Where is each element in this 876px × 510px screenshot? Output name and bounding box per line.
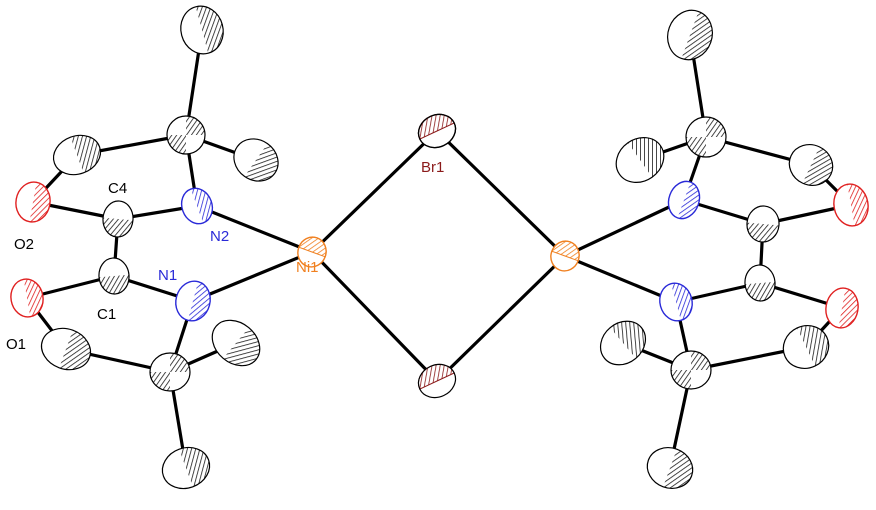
label-n1: N1 <box>158 267 177 284</box>
label-c1: C1 <box>97 306 116 323</box>
atom-c1 <box>98 257 130 295</box>
atom-c10 <box>211 319 261 367</box>
atom-ni1 <box>297 236 327 268</box>
bond-ni2-n4 <box>563 254 678 304</box>
label-o1: O1 <box>6 336 26 353</box>
bond-ni2-n3 <box>563 198 686 258</box>
atom-n2 <box>180 187 214 225</box>
bond-ni1-br1 <box>310 129 439 254</box>
atom-o3 <box>833 183 869 227</box>
atom-c11 <box>746 205 780 243</box>
bond-ni1-n2 <box>195 204 314 254</box>
atom-n1 <box>175 280 211 322</box>
bonds <box>25 28 853 470</box>
atom-c4 <box>102 200 134 238</box>
atom-br1 <box>417 113 457 149</box>
atom-c15 <box>685 116 727 158</box>
atom-c20 <box>599 320 647 366</box>
atom-c9 <box>161 446 211 490</box>
atom-c7 <box>180 5 224 55</box>
atom-c14 <box>782 325 830 369</box>
atom-o2 <box>15 181 51 223</box>
atom-c18 <box>615 137 665 183</box>
atom-c16 <box>670 350 712 390</box>
atoms <box>10 5 869 490</box>
atom-c13 <box>788 144 834 186</box>
label-n2: N2 <box>210 228 229 245</box>
label-o2: O2 <box>14 236 34 253</box>
label-br1: Br1 <box>421 159 444 176</box>
atom-br2 <box>417 363 457 399</box>
atom-ni2 <box>550 240 580 272</box>
atom-o4 <box>825 287 859 329</box>
atom-c17 <box>667 9 713 61</box>
bond-br2-ni2 <box>435 254 567 383</box>
atom-c12 <box>744 264 776 302</box>
label-ni1: Ni1 <box>296 259 319 276</box>
bond-ni1-n1 <box>191 250 314 303</box>
atom-c6 <box>166 115 206 155</box>
atom-c8 <box>233 138 279 182</box>
bond-br1-ni2 <box>435 129 567 258</box>
atom-n4 <box>659 282 693 322</box>
atom-c3 <box>149 352 191 392</box>
atom-c5 <box>52 134 102 176</box>
atom-c19 <box>646 447 694 489</box>
atom-n3 <box>667 180 701 220</box>
atom-c2 <box>40 327 92 371</box>
atom-labels: Br1 Ni1 N2 N1 C4 C1 O2 O1 <box>6 159 444 353</box>
bond-ni1-br2 <box>310 250 439 383</box>
label-c4: C4 <box>108 180 127 197</box>
atom-o1 <box>10 278 44 318</box>
